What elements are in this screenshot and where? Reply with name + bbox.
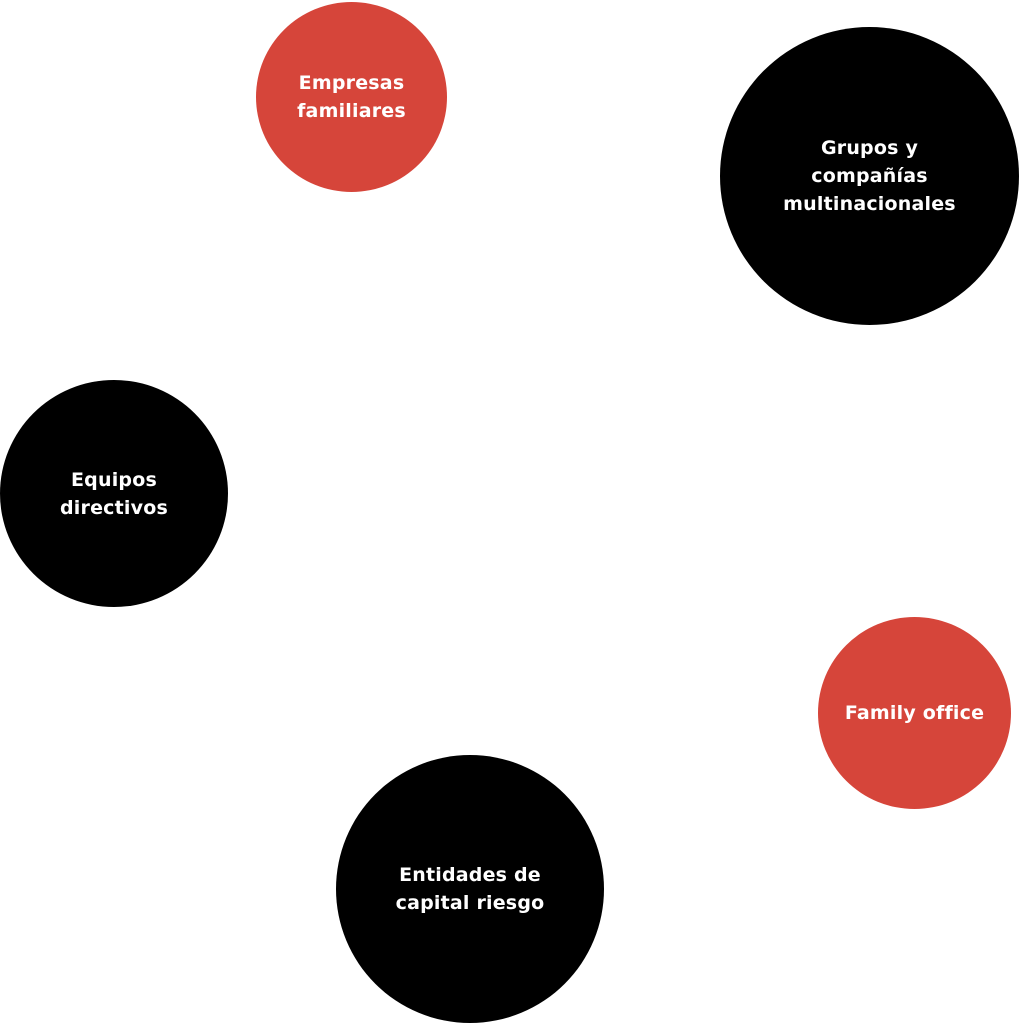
node-family-office: Family office <box>818 617 1011 809</box>
node-label: Empresas familiares <box>297 72 406 122</box>
node-label: Family office <box>844 702 985 724</box>
node-label: Grupos y compañías multinacionales <box>783 137 956 215</box>
node-entidades-capital-riesgo: Entidades de capital riesgo <box>336 755 604 1023</box>
node-label: Entidades de capital riesgo <box>395 864 545 914</box>
node-equipos-directivos: Equipos directivos <box>0 380 228 607</box>
node-grupos-multinacionales: Grupos y compañías multinacionales <box>720 27 1019 325</box>
node-label: Equipos directivos <box>60 468 168 519</box>
node-empresas-familiares: Empresas familiares <box>256 2 447 192</box>
